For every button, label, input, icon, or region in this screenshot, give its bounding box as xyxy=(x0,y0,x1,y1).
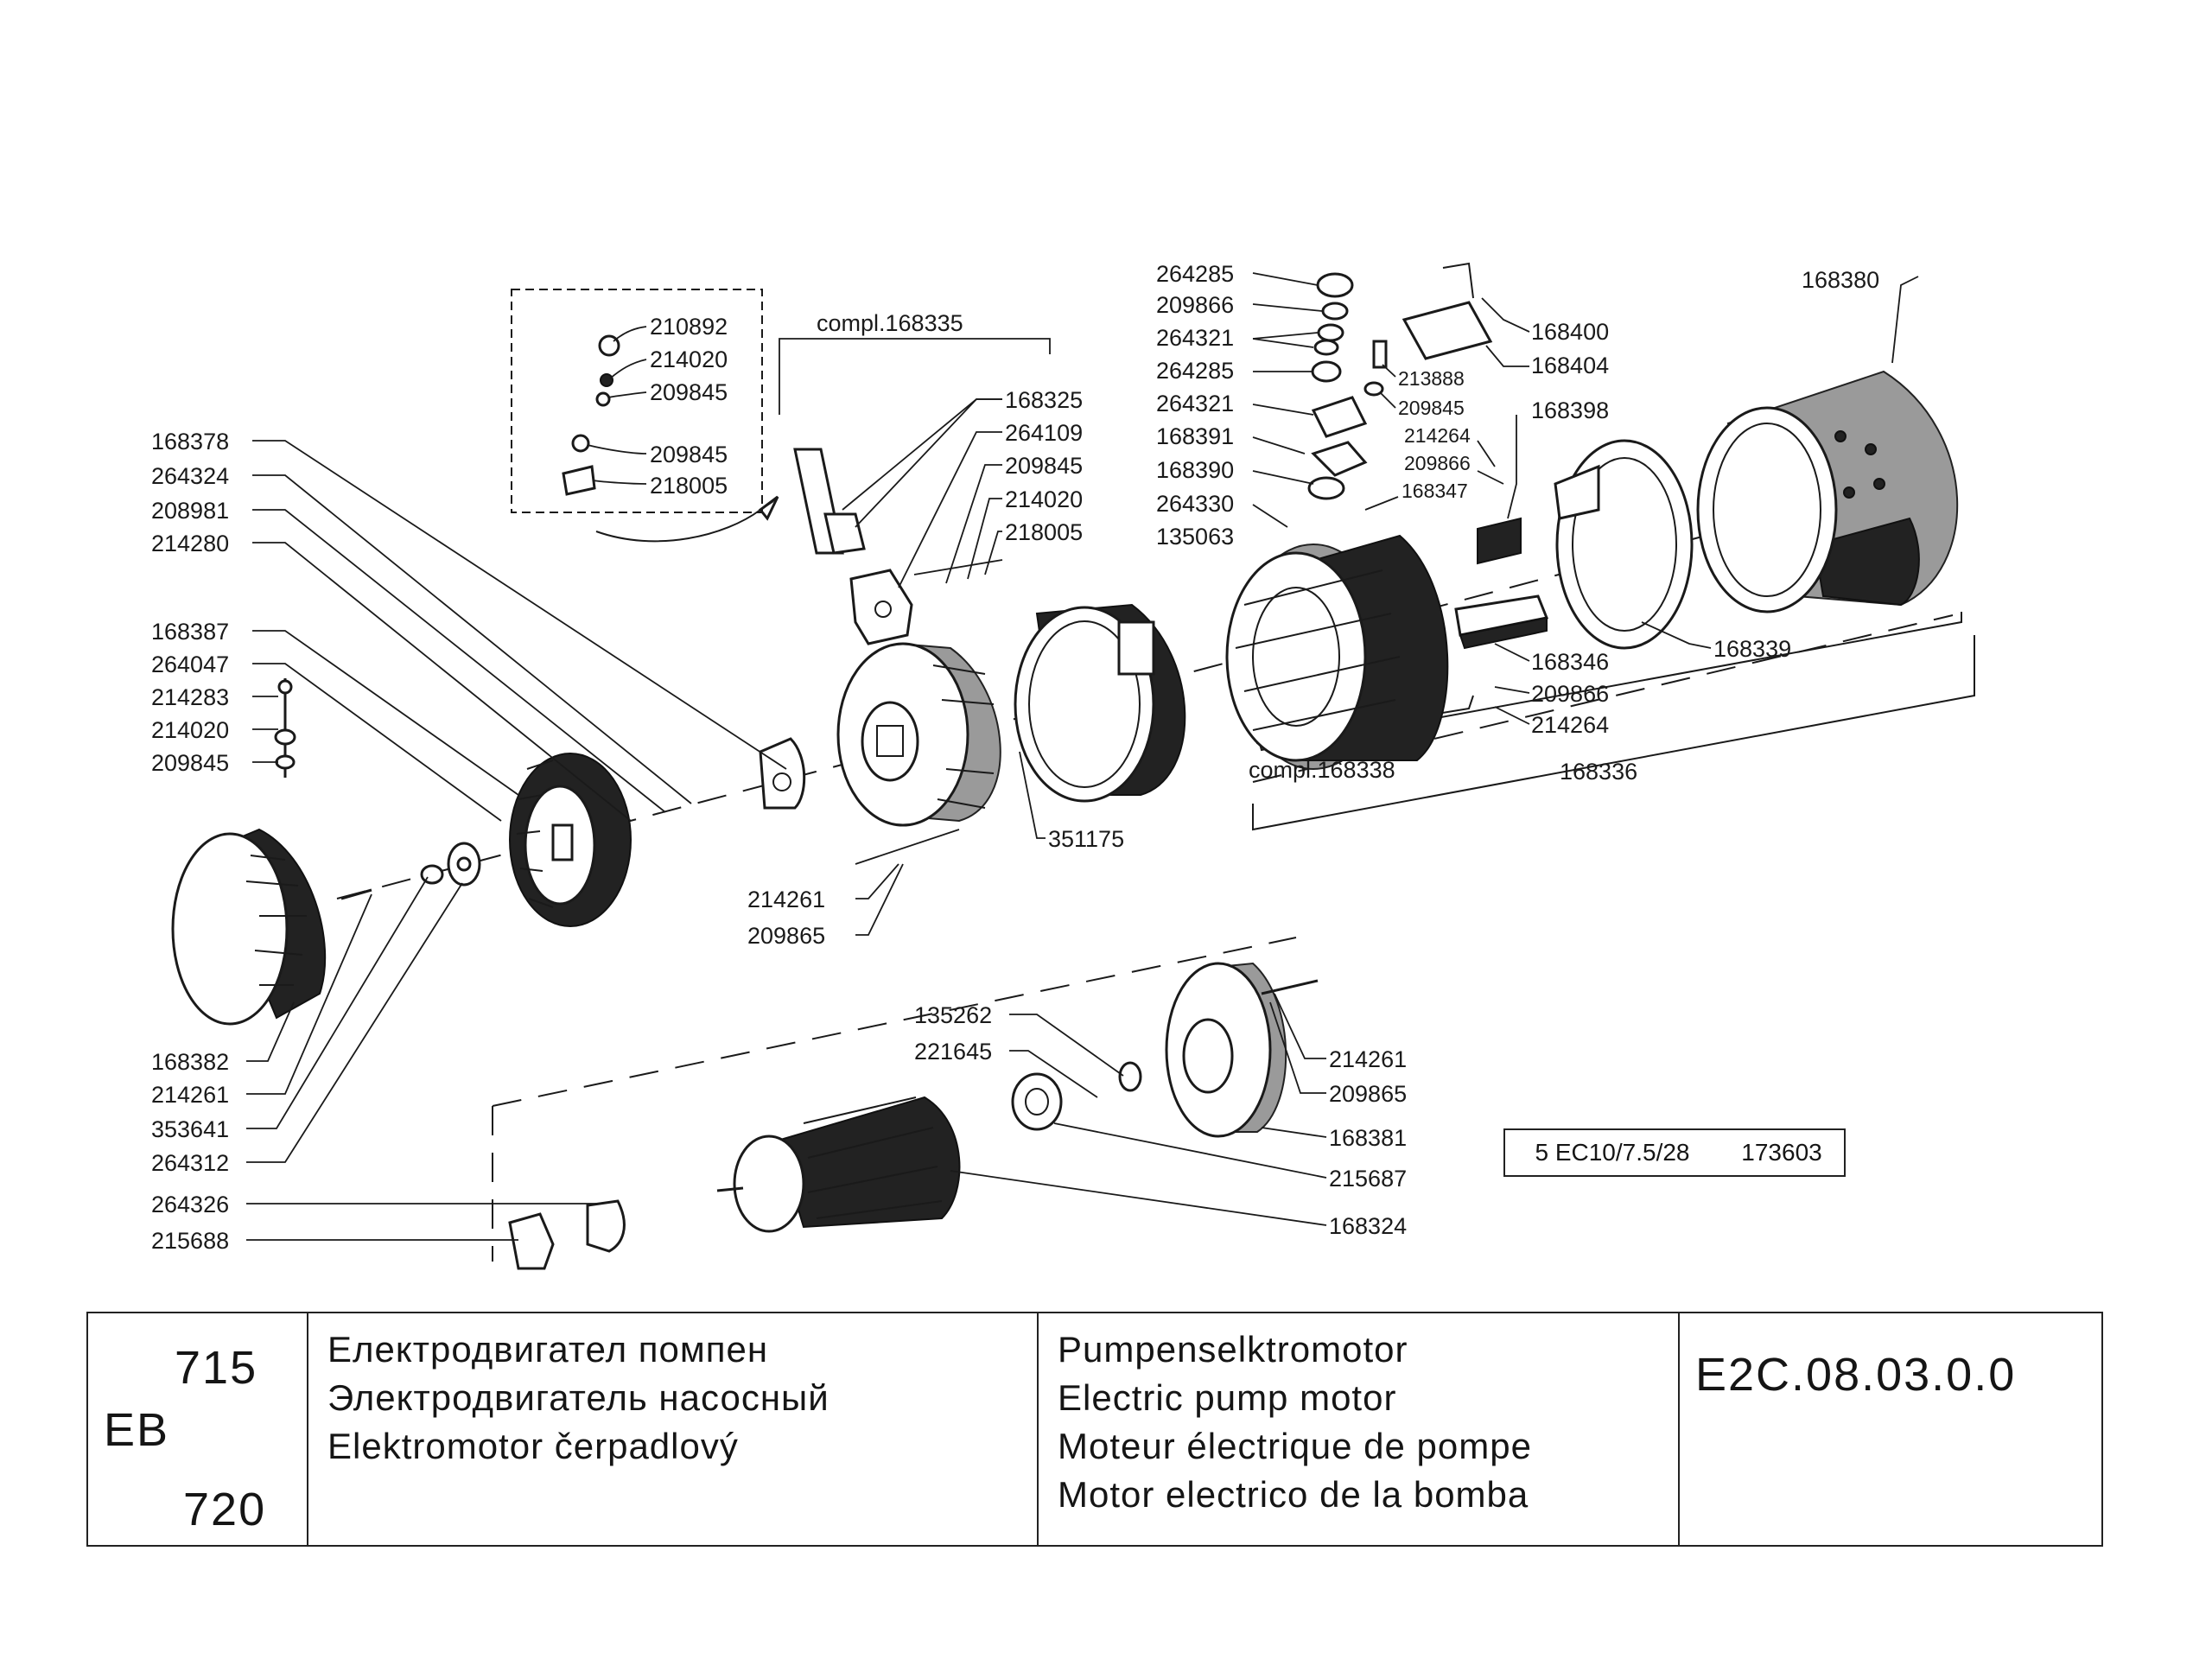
pn-264047: 264047 xyxy=(151,652,229,677)
clamp-ring-351175 xyxy=(1014,603,1186,803)
pn-209845: 209845 xyxy=(650,442,728,467)
bearing-215687 xyxy=(1011,1061,1142,1131)
document-number-cell: E2C.08.03.0.0 xyxy=(1680,1313,2101,1545)
small-parts-264326 xyxy=(508,1199,626,1270)
pn-168339: 168339 xyxy=(1713,636,1791,662)
pn-209866: 209866 xyxy=(1156,292,1234,318)
pn-214280: 214280 xyxy=(151,531,229,556)
pn-168387: 168387 xyxy=(151,619,229,645)
pn-214020: 214020 xyxy=(151,717,229,743)
pn-209845: 209845 xyxy=(1398,397,1465,419)
pn-215687: 215687 xyxy=(1329,1166,1407,1192)
rear-shield-168381 xyxy=(1165,962,1319,1138)
pn-168400: 168400 xyxy=(1531,319,1609,345)
pn-168346: 168346 xyxy=(1531,649,1609,675)
title-german: Pumpenselktromotor xyxy=(1058,1329,1408,1370)
terminal-hardware-stack xyxy=(1307,262,1493,500)
pn-168325: 168325 xyxy=(1005,387,1083,413)
pn-221645: 221645 xyxy=(914,1039,992,1065)
pn-264326: 264326 xyxy=(151,1192,229,1217)
front-shield-264324 xyxy=(836,642,1001,827)
housing-168380 xyxy=(1696,370,1959,613)
pn-168380: 168380 xyxy=(1802,267,1879,293)
code-cell: 715 EB 720 xyxy=(88,1313,308,1545)
pn-168324: 168324 xyxy=(1329,1213,1407,1239)
title-bulgarian: Електродвигател помпен xyxy=(327,1329,769,1370)
pn-210892: 210892 xyxy=(650,314,728,340)
title-cell-slavic: Електродвигател помпен Электродвигатель … xyxy=(308,1313,1039,1545)
pn-135063: 135063 xyxy=(1156,524,1234,550)
pn-264321: 264321 xyxy=(1156,325,1234,351)
bracket-168378 xyxy=(759,737,806,810)
fan-168387 xyxy=(509,753,632,927)
brush-168398 xyxy=(1454,517,1549,650)
pn-168347: 168347 xyxy=(1402,480,1468,502)
leader-lines xyxy=(246,272,1919,1241)
title-czech: Elektromotor čerpadlový xyxy=(327,1426,739,1466)
pn-214264: 214264 xyxy=(1531,712,1609,738)
pn-209865: 209865 xyxy=(747,923,825,949)
pn-208981: 208981 xyxy=(151,498,229,524)
pn-353641: 353641 xyxy=(151,1116,229,1142)
title-block: 715 EB 720 Електродвигател помпен Электр… xyxy=(86,1312,2103,1547)
code-mid: EB xyxy=(104,1404,170,1456)
pn-215688: 215688 xyxy=(151,1228,229,1254)
pn-168404: 168404 xyxy=(1531,353,1609,378)
pn-214020: 214020 xyxy=(1005,486,1083,512)
pn-168378: 168378 xyxy=(151,429,229,454)
pn-213888: 213888 xyxy=(1398,367,1465,390)
sleeve-168339 xyxy=(1554,439,1694,650)
pn-168381: 168381 xyxy=(1329,1125,1407,1151)
small-hardware-left xyxy=(274,678,481,900)
pn-135262: 135262 xyxy=(914,1002,992,1028)
label-compl-168338: compl.168338 xyxy=(1249,757,1395,783)
title-english: Electric pump motor xyxy=(1058,1377,1397,1418)
pn-168391: 168391 xyxy=(1156,423,1234,449)
pn-264330: 264330 xyxy=(1156,491,1234,517)
pn-264324: 264324 xyxy=(151,463,229,489)
pn-214261: 214261 xyxy=(747,887,825,912)
pn-168336: 168336 xyxy=(1560,759,1637,785)
pn-209845: 209845 xyxy=(1005,453,1083,479)
inset-box xyxy=(511,289,779,543)
pn-214261: 214261 xyxy=(151,1082,229,1108)
pn-168390: 168390 xyxy=(1156,457,1234,483)
brush-assembly-168335 xyxy=(793,448,913,645)
pn-168398: 168398 xyxy=(1531,397,1609,423)
pn-214283: 214283 xyxy=(151,684,229,710)
pn-214261: 214261 xyxy=(1329,1046,1407,1072)
code-bottom: 720 xyxy=(183,1484,267,1535)
pn-214264: 214264 xyxy=(1404,424,1471,447)
reference-box-left: 5 EC10/7.5/28 xyxy=(1503,1128,1721,1177)
title-french: Moteur électrique de pompe xyxy=(1058,1426,1532,1466)
title-russian: Электродвигатель насосный xyxy=(327,1377,830,1418)
end-cover-168382 xyxy=(171,828,327,1026)
label-compl-168335: compl.168335 xyxy=(817,310,963,336)
reference-box-right: 173603 xyxy=(1719,1128,1846,1177)
pn-264321: 264321 xyxy=(1156,391,1234,416)
pn-168382: 168382 xyxy=(151,1049,229,1075)
pn-218005: 218005 xyxy=(1005,519,1083,545)
pn-351175: 351175 xyxy=(1048,826,1124,852)
pn-264312: 264312 xyxy=(151,1150,229,1176)
pn-264285: 264285 xyxy=(1156,261,1234,287)
pn-218005: 218005 xyxy=(650,473,728,499)
code-top: 715 xyxy=(175,1342,258,1394)
pn-209845: 209845 xyxy=(151,750,229,776)
pn-209866: 209866 xyxy=(1404,452,1471,474)
rotor-168324 xyxy=(716,1096,961,1233)
pn-209845: 209845 xyxy=(650,379,728,405)
document-number: E2C.08.03.0.0 xyxy=(1695,1349,2017,1401)
pn-209866: 209866 xyxy=(1531,681,1609,707)
pn-214020: 214020 xyxy=(650,346,728,372)
stator-168338 xyxy=(1225,534,1449,770)
part-number-labels: 210892 214020 209845 209845 218005 compl… xyxy=(151,261,1879,1254)
title-cell-western: Pumpenselktromotor Electric pump motor M… xyxy=(1039,1313,1680,1545)
pn-264285: 264285 xyxy=(1156,358,1234,384)
pn-264109: 264109 xyxy=(1005,420,1083,446)
title-spanish: Motor electrico de la bomba xyxy=(1058,1474,1529,1515)
pn-209865: 209865 xyxy=(1329,1081,1407,1107)
